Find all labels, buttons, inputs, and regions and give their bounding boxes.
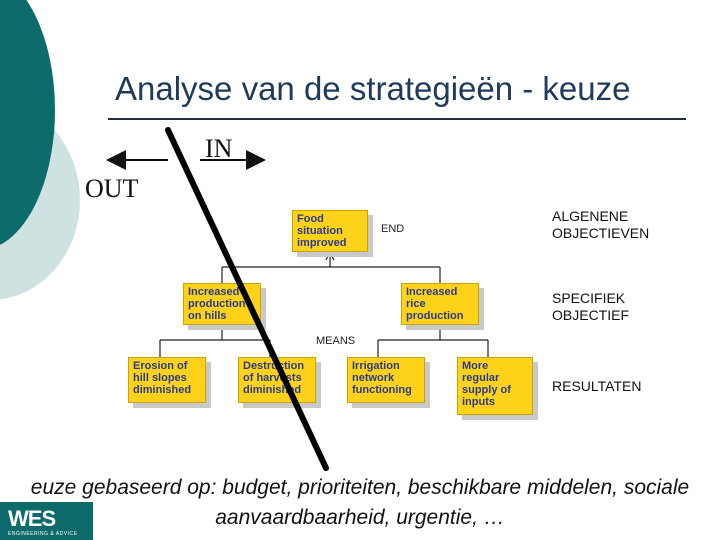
side-label-line: ALGENENE <box>552 208 629 224</box>
side-label-line: RESULTATEN <box>552 378 642 394</box>
side-label-line: OBJECTIEVEN <box>552 225 650 241</box>
box-line: Erosion of <box>133 360 188 372</box>
result-box-erosion: Erosion of hill slopes diminished <box>128 357 206 403</box>
side-label-specific-objective: SPECIFIEK OBJECTIEF <box>552 290 629 324</box>
diagonal-stroke <box>165 127 329 471</box>
box-line: diminished <box>133 384 192 396</box>
box-line: Destruction <box>243 360 305 372</box>
logo-text: WES <box>8 506 56 531</box>
objective-box-rice: Increased rice production <box>401 283 479 325</box>
box-line: Increased <box>188 286 240 298</box>
in-label: IN <box>205 134 233 163</box>
side-label-line: SPECIFIEK <box>552 290 626 306</box>
result-box-irrigation: Irrigation network functioning <box>347 357 425 403</box>
side-label-results: RESULTATEN <box>552 378 641 395</box>
slide-title: Analyse van de strategieën - keuze <box>115 70 631 107</box>
box-line: production <box>406 310 464 322</box>
connector-arrowhead <box>325 251 331 261</box>
dark-teal-arc <box>0 0 55 245</box>
side-label-general-objectives: ALGENENE OBJECTIEVEN <box>552 208 649 242</box>
box-line: rice <box>406 298 426 310</box>
company-logo: WES ENGINEERING & ADVICE <box>0 502 93 540</box>
box-line: hill slopes <box>133 372 187 384</box>
box-line: network <box>352 372 395 384</box>
means-label: MEANS <box>316 335 356 347</box>
box-line: production <box>188 298 246 310</box>
logo-subtext: ENGINEERING & ADVICE <box>8 531 78 537</box>
title-underline <box>108 118 686 120</box>
box-line: Increased <box>406 286 458 298</box>
bottom-text-line1: euze gebaseerd op: budget, prioriteiten,… <box>30 476 690 499</box>
box-line: situation <box>297 225 343 237</box>
result-box-inputs: More regular supply of inputs <box>457 357 533 415</box>
box-line: Irrigation <box>352 360 400 372</box>
bottom-text-line2: aanvaardbaarheid, urgentie, … <box>215 506 505 529</box>
out-label: OUT <box>85 174 139 203</box>
side-label-line: OBJECTIEF <box>552 307 630 323</box>
objective-box-food: Food situation improved <box>292 210 368 252</box>
end-label: END <box>381 223 405 235</box>
box-line: Food <box>297 213 324 225</box>
box-line: More <box>462 360 489 372</box>
box-line: improved <box>297 237 347 249</box>
box-line: inputs <box>462 396 495 408</box>
box-line: regular <box>462 372 500 384</box>
box-line: functioning <box>352 384 412 396</box>
connector-arrowhead <box>329 251 335 261</box>
box-line: supply of <box>462 384 511 396</box>
box-line: on hills <box>188 310 227 322</box>
